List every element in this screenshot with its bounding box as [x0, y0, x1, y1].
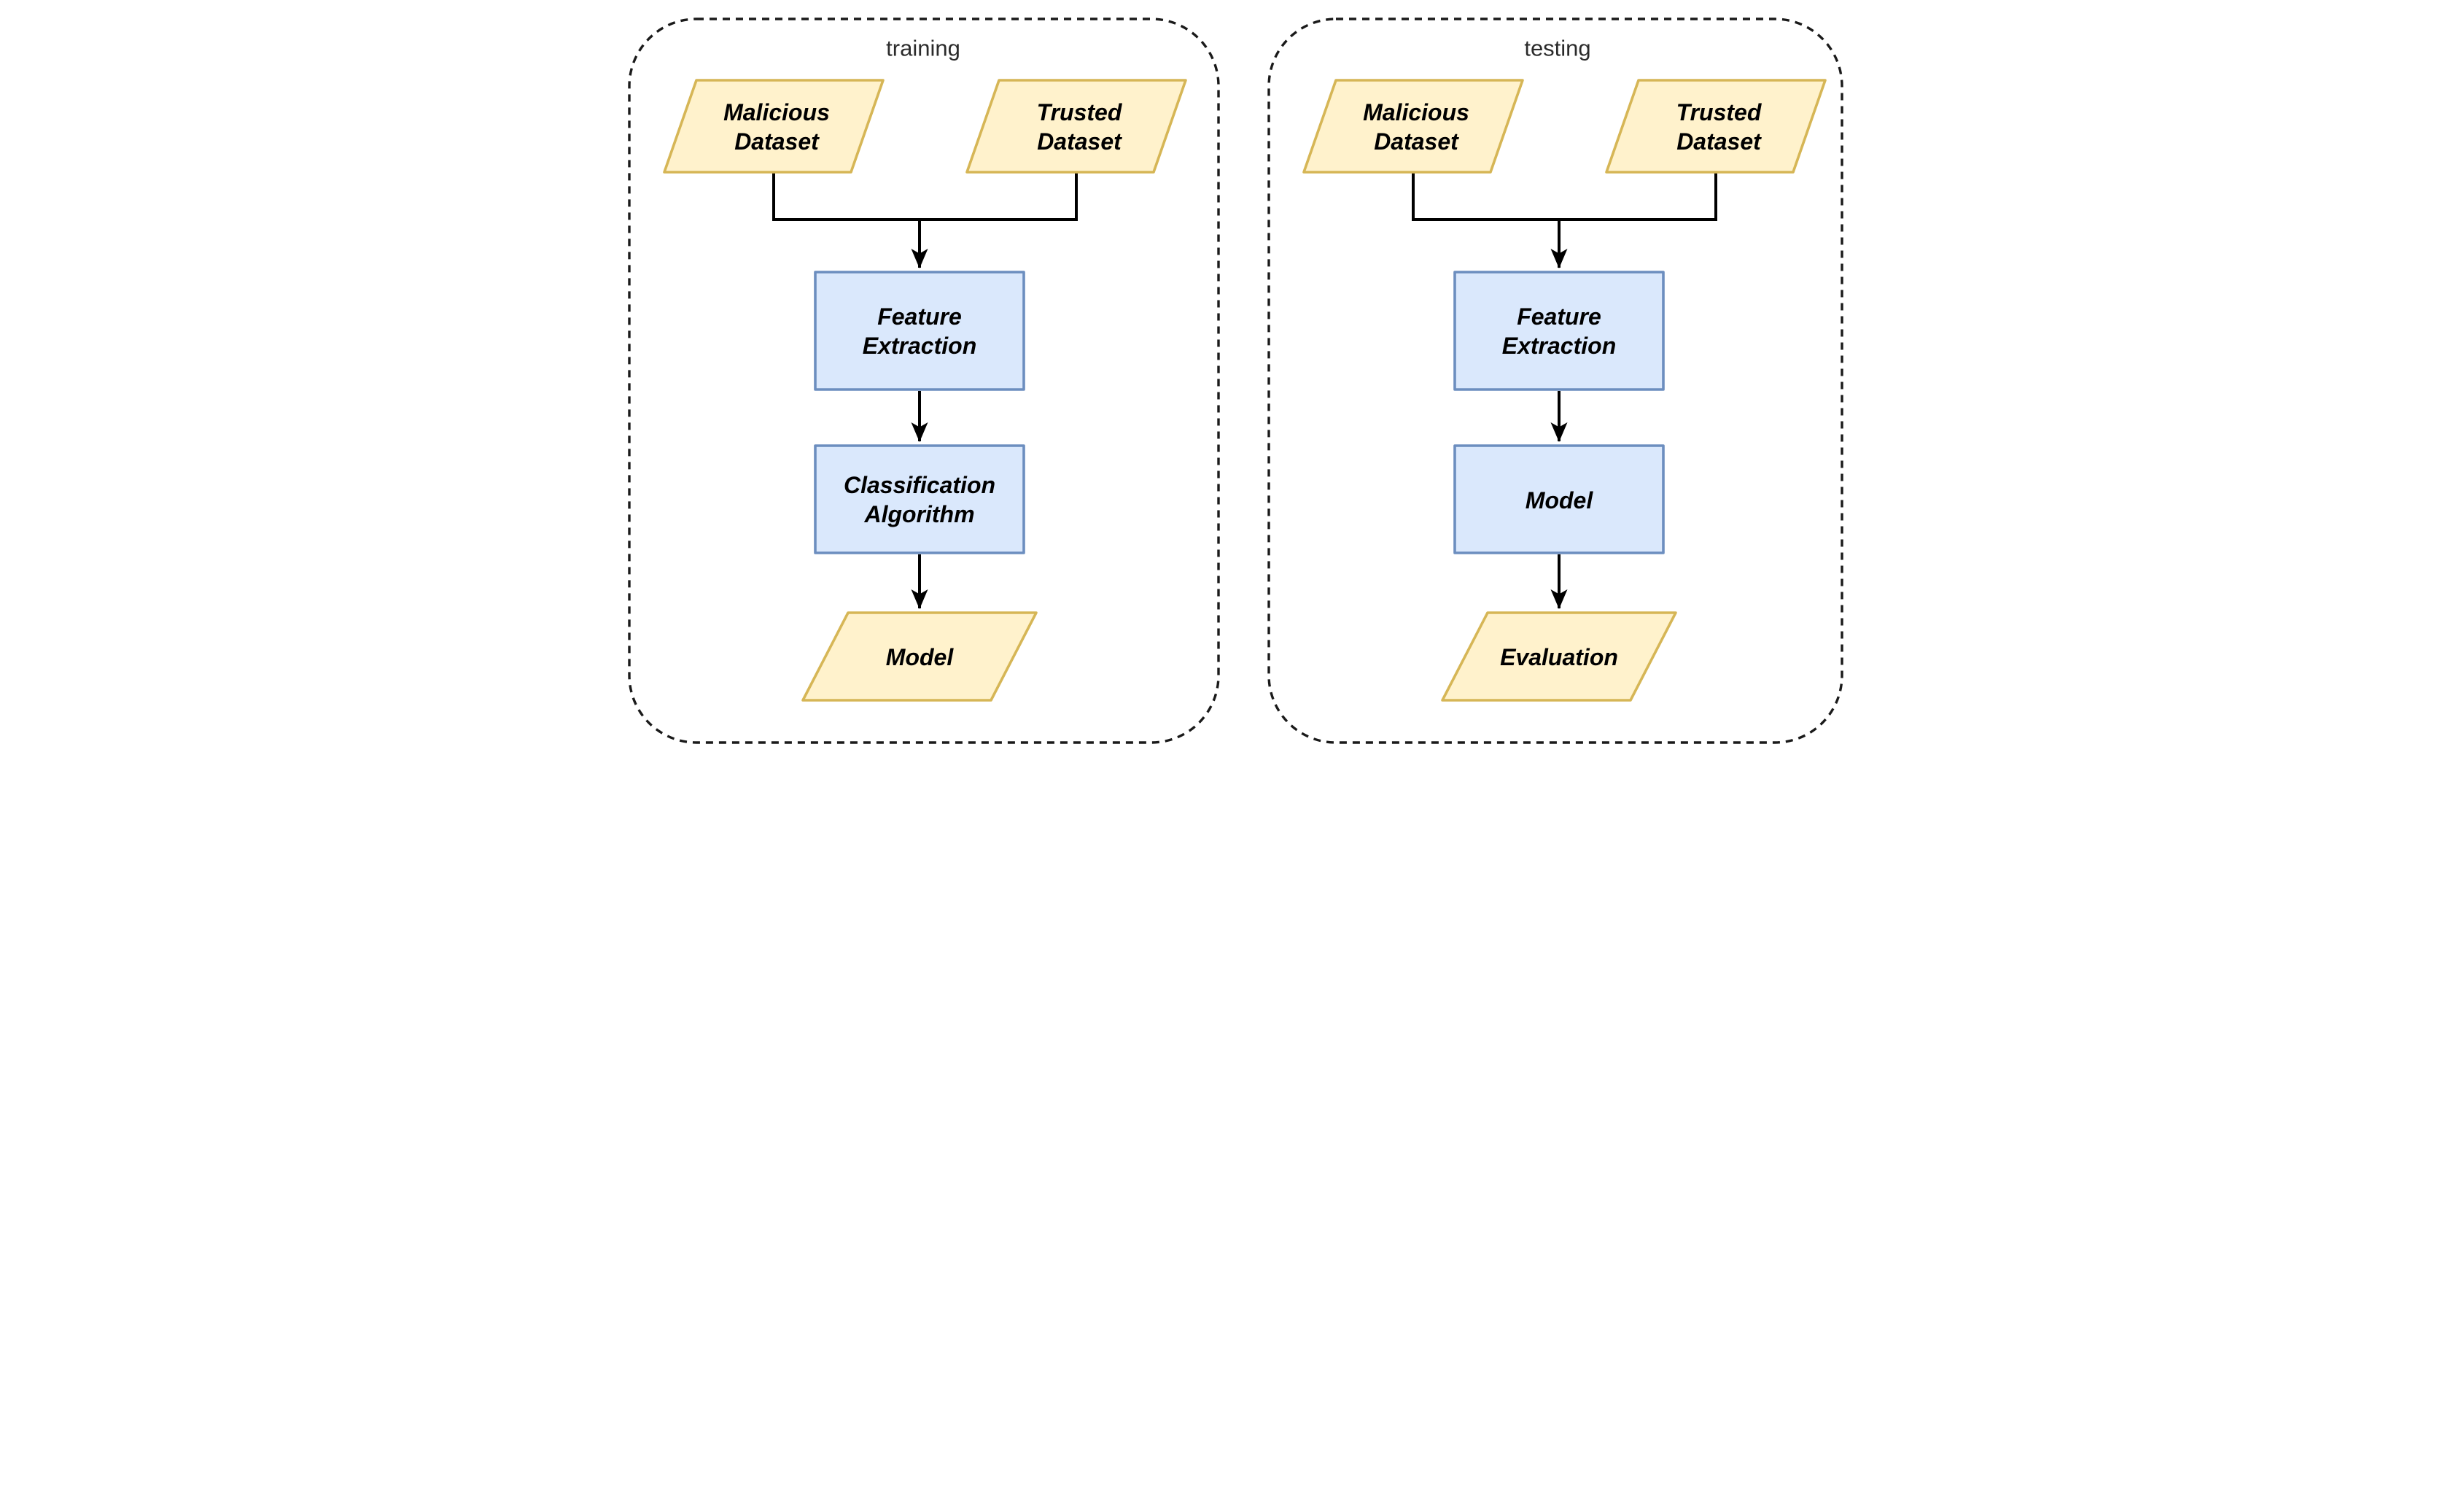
node-testing-evaluation: Evaluation — [1440, 611, 1677, 702]
panel-training: training Malicious Dataset Trusted Datas… — [627, 18, 1220, 744]
node-testing-model-box: Model — [1453, 444, 1665, 554]
testing-model-box-label: Model — [1525, 487, 1593, 514]
testing-trusted-dataset-label-line1: Trusted — [1676, 99, 1762, 125]
training-malicious-dataset-label-line1: Malicious — [723, 99, 830, 125]
testing-model-box-shape — [1453, 444, 1665, 554]
testing-trusted-dataset-shape — [1604, 79, 1827, 174]
ml-pipeline-diagram: training Malicious Dataset Trusted Datas… — [615, 0, 1849, 754]
testing-feature-extraction-label-line1: Feature — [1517, 303, 1601, 330]
testing-malicious-dataset-label-line1: Malicious — [1363, 99, 1469, 125]
training-malicious-dataset-shape — [662, 79, 885, 174]
node-testing-trusted-dataset: Trusted Dataset — [1604, 79, 1827, 174]
training-classification-algorithm-label-line2: Algorithm — [863, 501, 974, 527]
training-feature-extraction-label-line2: Extraction — [862, 333, 976, 359]
node-training-classification-algorithm: Classification Algorithm — [813, 444, 1025, 554]
training-classification-algorithm-shape — [813, 444, 1025, 554]
training-malicious-dataset-label-line2: Dataset — [734, 128, 820, 155]
panel-testing-label: testing — [1524, 36, 1590, 61]
panel-testing-border — [1267, 18, 1843, 744]
connector-testing-merge — [1411, 172, 1717, 221]
node-training-model-output: Model — [801, 611, 1038, 702]
flowchart-svg: training Malicious Dataset Trusted Datas… — [627, 18, 1843, 744]
panel-training-border — [627, 18, 1220, 744]
panel-testing: testing Malicious Dataset Trusted Datase… — [1267, 18, 1843, 744]
training-classification-algorithm-label-line1: Classification — [843, 472, 995, 498]
testing-feature-extraction-label-line2: Extraction — [1501, 333, 1615, 359]
node-training-trusted-dataset: Trusted Dataset — [965, 79, 1187, 174]
node-testing-feature-extraction: Feature Extraction — [1453, 271, 1665, 391]
training-feature-extraction-shape — [813, 271, 1025, 391]
panel-training-label: training — [886, 36, 960, 61]
training-model-output-shape — [801, 611, 1038, 702]
testing-malicious-dataset-shape — [1302, 79, 1524, 174]
training-feature-extraction-label-line1: Feature — [877, 303, 962, 330]
training-trusted-dataset-label-line1: Trusted — [1036, 99, 1122, 125]
node-testing-malicious-dataset: Malicious Dataset — [1302, 79, 1524, 174]
node-training-malicious-dataset: Malicious Dataset — [662, 79, 885, 174]
testing-trusted-dataset-label-line2: Dataset — [1676, 128, 1762, 155]
training-trusted-dataset-label-line2: Dataset — [1037, 128, 1122, 155]
training-trusted-dataset-shape — [965, 79, 1187, 174]
testing-evaluation-shape — [1440, 611, 1677, 702]
testing-feature-extraction-shape — [1453, 271, 1665, 391]
testing-evaluation-label: Evaluation — [1500, 644, 1618, 670]
training-model-output-label: Model — [885, 644, 954, 670]
connector-training-merge — [772, 172, 1078, 221]
testing-malicious-dataset-label-line2: Dataset — [1374, 128, 1459, 155]
node-training-feature-extraction: Feature Extraction — [813, 271, 1025, 391]
